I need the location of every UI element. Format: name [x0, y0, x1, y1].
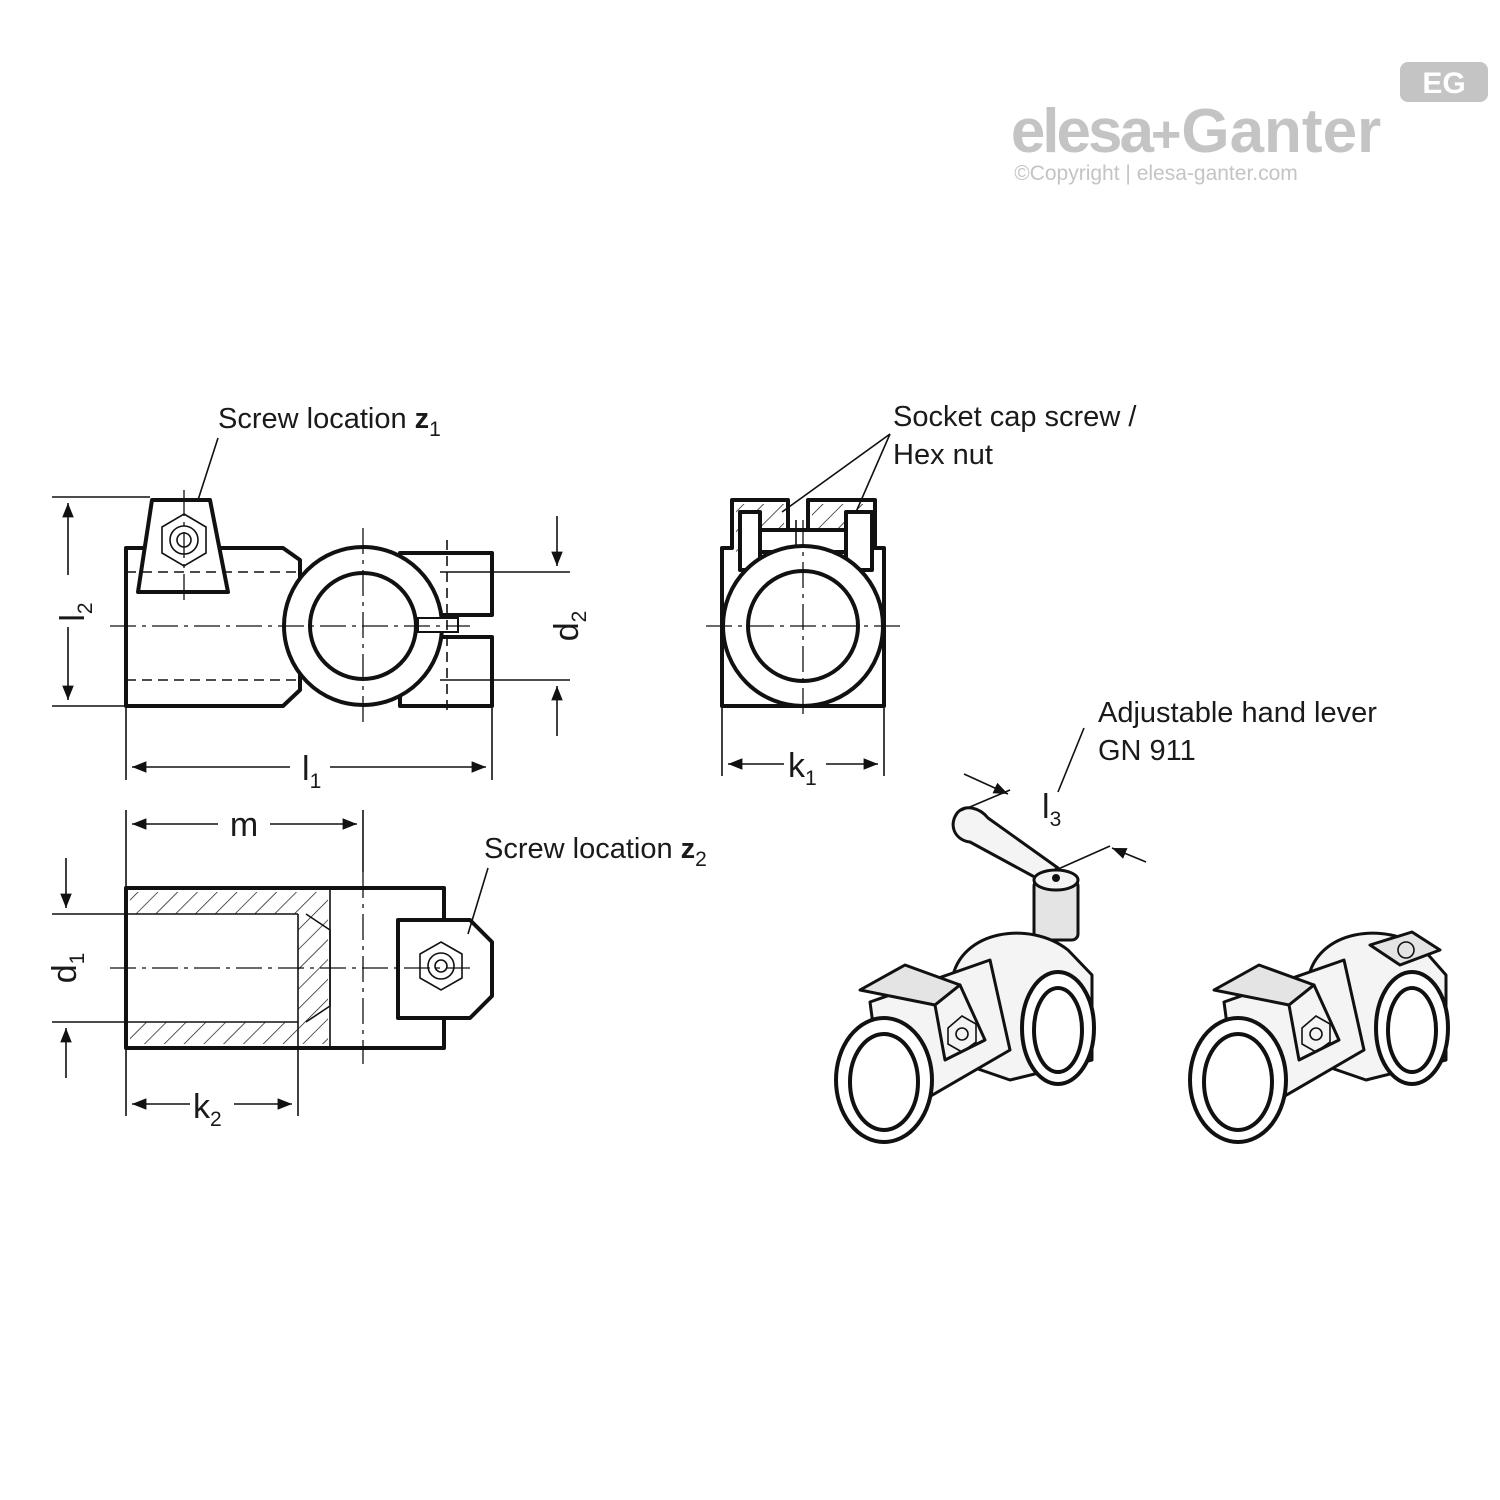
- callout-adjustable-hand-lever: Adjustable hand lever: [1098, 697, 1377, 729]
- eg-badge: [1400, 62, 1488, 102]
- brand-wordmark: elesa+Ganter: [1011, 97, 1381, 166]
- callout-screw-location-z2: Screw location z2: [484, 833, 707, 871]
- top-view: m d1 k2 Screw location z2: [46, 806, 707, 1131]
- copyright-text: ©Copyright | elesa-ganter.com: [1014, 162, 1298, 185]
- callout-gn-911: GN 911: [1098, 735, 1196, 767]
- iso-clamp-with-lever: l3 Adjustable hand lever GN 911: [834, 697, 1377, 1144]
- side-view: k1 Socket cap screw / Hex nut: [706, 401, 1137, 790]
- front-view: l2 l1 d2 Screw location z1: [50, 403, 591, 793]
- iso-clamp-with-screw: [1188, 930, 1450, 1144]
- callout-socket-cap-screw: Socket cap screw /: [893, 401, 1137, 433]
- dim-d2: d2: [548, 611, 591, 642]
- eg-badge-text: EG: [1422, 67, 1465, 100]
- dim-l2: l2: [54, 602, 97, 621]
- dim-m: m: [230, 806, 258, 844]
- dim-k2: k2: [193, 1088, 222, 1131]
- dim-k1: k1: [788, 747, 817, 790]
- iso-hex-nut-icon: [1301, 1015, 1331, 1053]
- dim-l1: l1: [302, 750, 321, 793]
- top-screw-boss: [396, 918, 494, 1020]
- callout-hex-nut: Hex nut: [893, 439, 993, 471]
- callout-screw-location-z1: Screw location z1: [218, 403, 441, 441]
- front-screw-boss: [136, 498, 230, 594]
- top-hex-nut-icon: [419, 941, 463, 991]
- brand-logo: EG elesa+Ganter ©Copyright | elesa-gante…: [1011, 62, 1488, 185]
- dim-d1: d1: [46, 953, 89, 984]
- dim-l3: l3: [1042, 788, 1061, 831]
